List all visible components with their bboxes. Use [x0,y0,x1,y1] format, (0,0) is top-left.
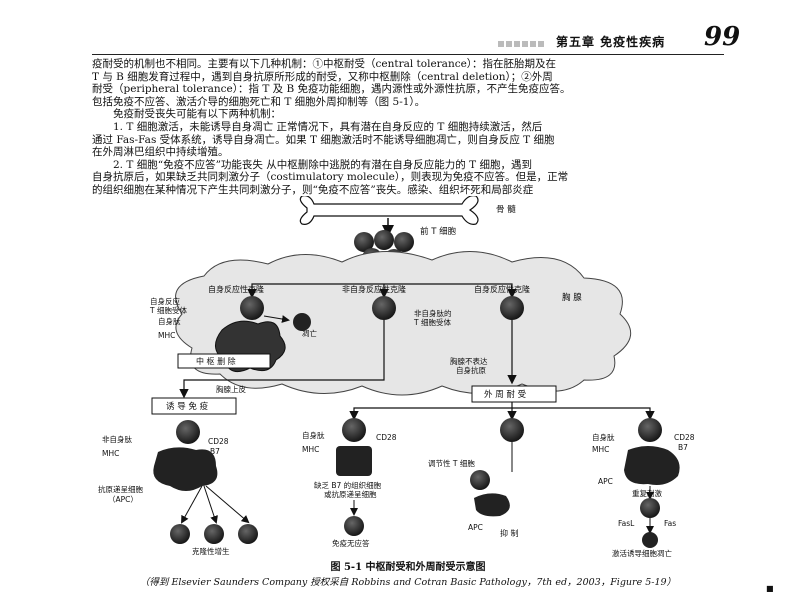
label-nonautoreactive-clone: 非自身反应性克隆 [342,284,406,294]
label-cd28-d: CD28 [674,433,695,442]
body-line: 自身抗原后，如果缺乏共同刺激分子（costimulatory molecule）… [92,171,569,184]
t-cell-d [638,418,662,442]
body-line: 免疫耐受丧失可能有以下两种机制： [113,108,281,121]
label-no-expression-1: 胸腺不表达 [450,356,488,366]
activated-t-cell [640,498,660,518]
body-line: 1. T 细胞激活，未能诱导自身凋亡 正常情况下，具有潜在自身反应的 T 细胞持… [113,120,543,133]
central-deletion-box [177,353,271,369]
body-line: T 与 B 细胞发育过程中，遇到自身抗原所形成的耐受，又称中枢删除（centra… [92,70,553,83]
label-fasl: FasL [618,519,635,528]
label-repeated-stimulation: 重复刺激 [632,488,662,498]
bone-icon [299,195,479,225]
page-header: 第五章 免疫性疾病 99 [0,0,800,52]
label-self-peptide-b: 自身肽 [302,430,325,440]
label-apc-2: （APC） [108,495,138,504]
tissue-cell-b [336,446,372,476]
label-cd28-b: CD28 [376,433,397,442]
label-apc-1: 抗原递呈细胞 [98,484,143,494]
label-clonal-expansion: 克隆性增生 [192,546,230,556]
tolerance-diagram: 骨 髓 前 T 细胞 胸 腺 自身反应性克隆 非自身反应性克隆 自身反应性克隆 … [98,195,695,558]
autoreactive-t-cell [240,296,264,320]
clone-cell [238,524,258,544]
label-aicd: 激活诱导细胞凋亡 [612,548,672,558]
label-apc-d: APC [598,477,613,486]
body-line: 疫耐受的机制也不相同。主要有以下几种机制：①中枢耐受（central toler… [92,58,557,70]
regulatory-t-cell [470,470,490,490]
label-mhc-b: MHC [302,445,319,454]
label-central-deletion: 中 枢 删 除 [196,356,236,366]
body-line: 的组织细胞在某种情况下产生共同刺激分子，则“免疫不应答”丧失。感染、组织坏死和局… [92,183,534,196]
body-line: 包括免疫不应答、激活介导的细胞死亡和 T 细胞外周抑制等（图 5-1）。 [92,95,426,108]
label-mhc-top: MHC [158,331,175,340]
clone-cell [170,524,190,544]
chapter-title: 第五章 免疫性疾病 [556,35,666,49]
clone-cell [204,524,224,544]
label-cd28-a: CD28 [208,437,229,446]
induced-immunity-box [151,397,237,415]
label-autoreactive-clone-left: 自身反应性克隆 [208,284,264,294]
label-mhc-a: MHC [102,449,119,458]
label-anergy: 免疫无应答 [332,538,370,548]
label-autoreactive-tcr-2: T 细胞受体 [149,305,187,315]
label-bone-marrow: 骨 髓 [496,204,516,215]
apc-a [153,447,218,491]
label-nonself-tcr-1: 非自身肽的 [414,308,452,318]
label-thymic-epithelium: 胸腺上皮 [216,384,246,394]
label-no-expression-2: 自身抗原 [456,365,486,375]
thymus-region [175,251,631,396]
label-suppression: 抑 制 [500,528,519,538]
anergic-t-cell [344,516,364,536]
t-cell-a [176,420,200,444]
body-line: 在外周淋巴组织中持续增殖。 [92,146,229,159]
peripheral-tolerance-box [471,385,557,403]
caption-source: （得到 Elsevier Saunders Company 授权采自 Robbi… [139,577,677,588]
nonautoreactive-t-cell [372,296,396,320]
label-induced-immunity: 诱 导 免 疫 [166,401,209,412]
label-self-peptide-d: 自身肽 [592,432,615,442]
label-apoptosis: 凋亡 [302,328,317,338]
label-regulatory-t: 调节性 T 细胞 [428,458,475,468]
header-decoration [498,41,546,47]
label-self-peptide-top: 自身肽 [158,316,181,326]
apoptotic-cell [293,313,311,331]
label-precursor-t: 前 T 细胞 [420,226,457,237]
label-thymus: 胸 腺 [562,292,582,303]
figure-caption: 图 5-1 中枢耐受和外周耐受示意图 （得到 Elsevier Saunders… [92,558,724,588]
label-b7-d: B7 [678,443,688,452]
label-apc-c: APC [468,523,483,532]
t-cell-b [342,418,366,442]
page-number: 99 [704,22,741,52]
label-mhc-d: MHC [592,445,609,454]
label-lack-b7-1: 缺乏 B7 的组织细胞 [314,480,382,490]
label-lack-b7-2: 或抗原递呈细胞 [324,489,377,499]
apc-d [624,446,680,485]
label-peripheral-tolerance: 外 周 耐 受 [484,389,527,400]
label-nonself-peptide: 非自身肽 [102,434,132,444]
label-nonself-tcr-2: T 细胞受体 [413,317,451,327]
body-text: 疫耐受的机制也不相同。主要有以下几种机制：①中枢耐受（central toler… [92,58,724,197]
apoptotic-t-cell [642,532,658,548]
figure-5-1: 骨 髓 前 T 细胞 胸 腺 自身反应性克隆 非自身反应性克隆 自身反应性克隆 … [92,195,724,558]
label-b7-a: B7 [210,447,220,456]
body-line: 耐受（peripheral tolerance）：指 T 及 B 免疫功能细胞，… [92,83,571,96]
t-cell-c [500,418,524,442]
escaped-autoreactive-t-cell [500,296,524,320]
label-autoreactive-tcr-1: 自身反应 [150,296,180,306]
footer-mark: ■ [766,584,774,593]
body-line: 2. T 细胞“免疫不应答”功能丧失 从中枢删除中逃脱的有潜在自身反应能力的 T… [113,158,532,171]
label-autoreactive-clone-right: 自身反应性克隆 [474,284,530,294]
label-fas: Fas [664,519,676,528]
caption-title: 图 5-1 中枢耐受和外周耐受示意图 [330,562,486,573]
body-line: 通过 Fas-Fas 受体系统，诱导自身凋亡。如果 T 细胞激活时不能诱导细胞凋… [92,133,555,146]
apc-c [474,493,510,517]
header-rule [92,54,724,55]
